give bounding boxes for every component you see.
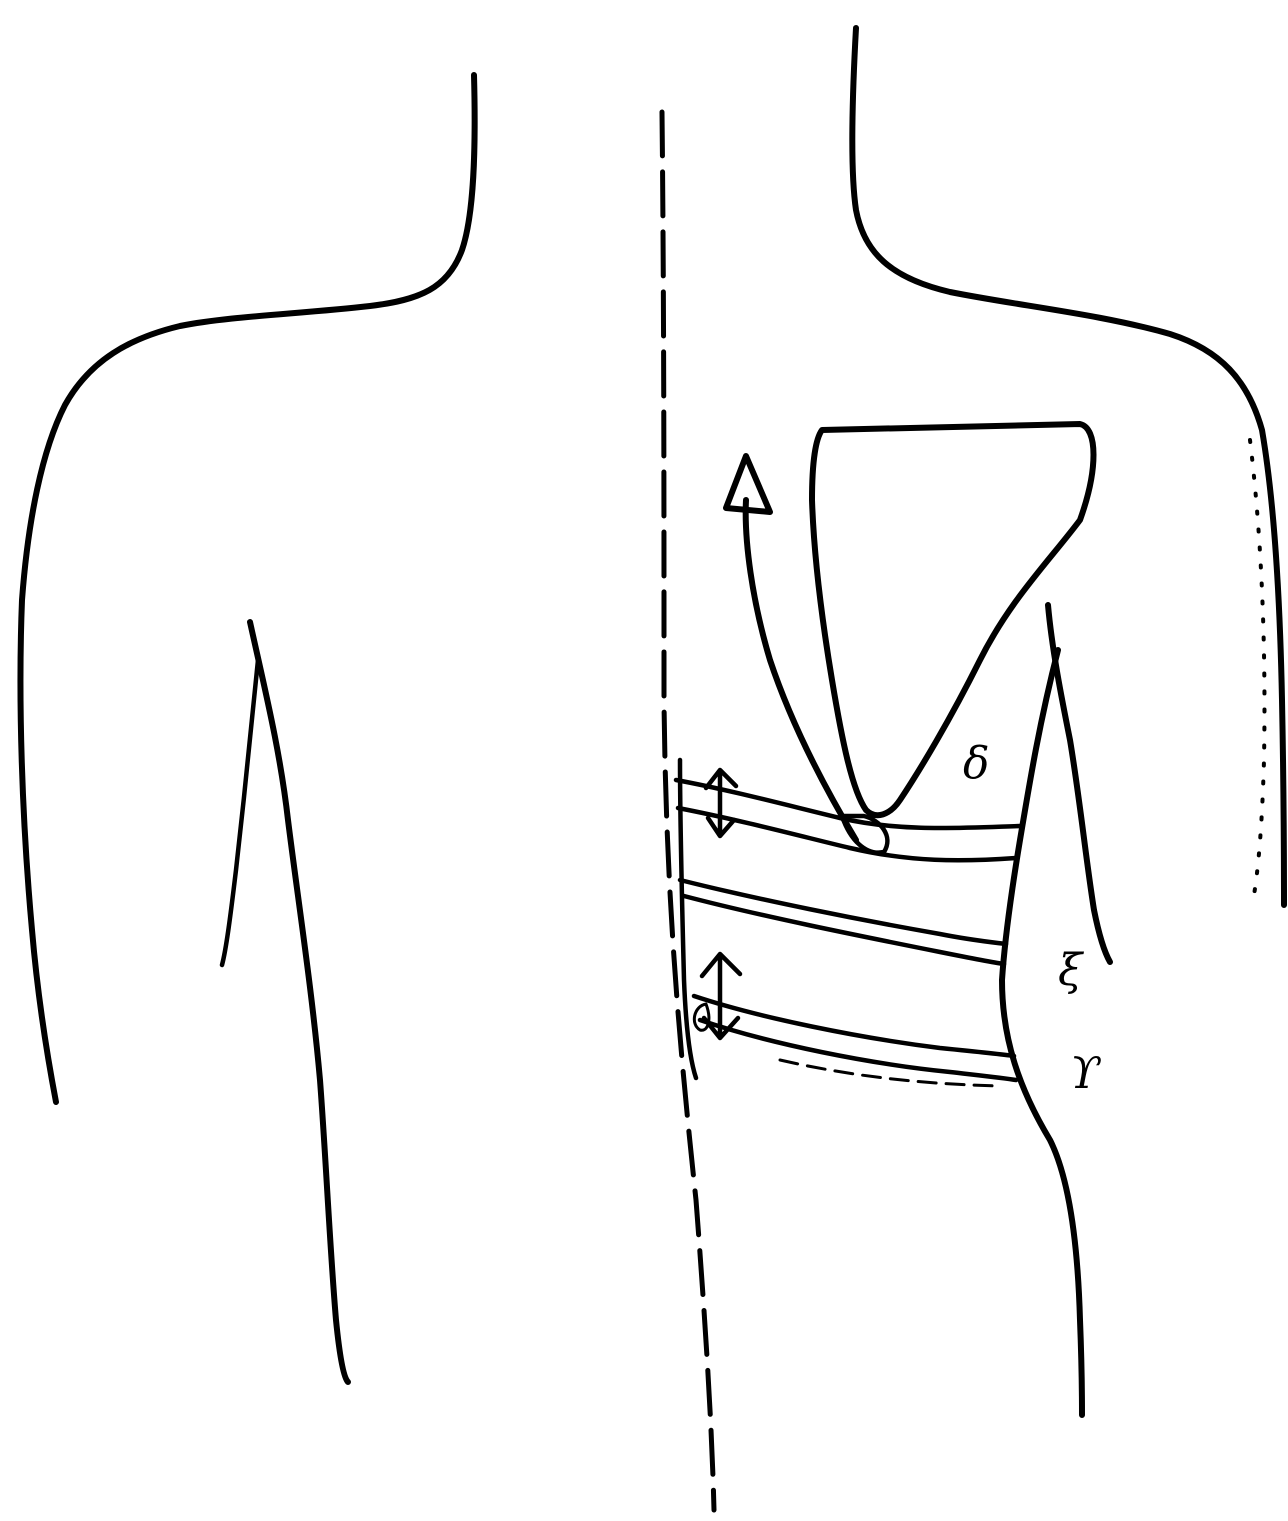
double-arrow-upper — [706, 770, 736, 836]
right-inner-body-line — [1002, 650, 1082, 1415]
label-xi: ξ — [1058, 945, 1085, 996]
small-loop-mark — [694, 1004, 709, 1030]
band-2-lower — [684, 896, 1004, 964]
curved-up-arrow-shaft — [746, 500, 856, 840]
label-delta: δ — [963, 738, 990, 789]
left-neck-shoulder-outline — [20, 75, 474, 1102]
left-torso-figure — [20, 75, 474, 1382]
label-upsilon: ϒ — [1070, 1048, 1102, 1099]
left-spine-line — [250, 622, 348, 1382]
band-3-upper — [694, 996, 1014, 1056]
right-arm-dotted-edge — [1250, 440, 1264, 895]
left-spine-branch — [222, 660, 258, 965]
